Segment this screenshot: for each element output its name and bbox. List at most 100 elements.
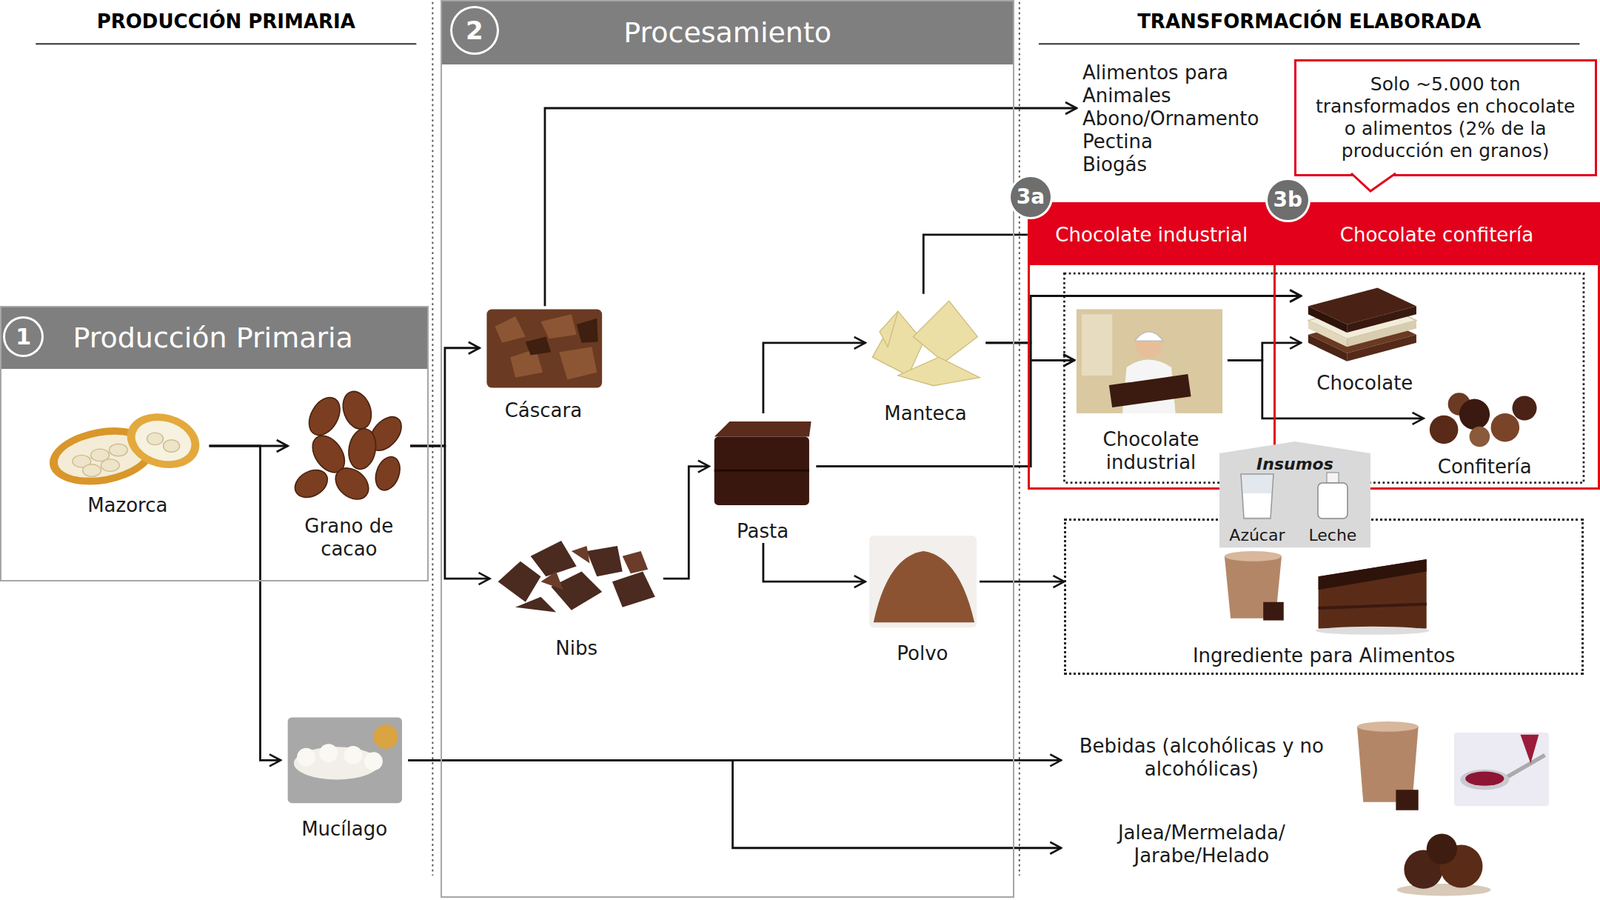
cacao-pod-picture xyxy=(146,432,163,445)
header-band: Producción Primaria xyxy=(1,307,428,369)
flow-arrow xyxy=(544,108,1077,306)
cocoa-liquor-picture xyxy=(714,436,810,505)
item-caption: Chocolate industrial xyxy=(1074,427,1228,474)
mucilage-picture xyxy=(288,716,403,803)
chocolate-bars-picture xyxy=(1308,305,1347,333)
product-text: Alimentos para Animales xyxy=(1082,61,1281,108)
product-item: Confitería xyxy=(1423,379,1546,479)
callout-pointer xyxy=(1349,173,1402,194)
cocoa-butter-picture xyxy=(879,310,899,347)
stage-number: 1 xyxy=(2,316,44,357)
cocoa-powder-picture xyxy=(869,535,977,628)
flow-arrow xyxy=(816,295,1302,466)
ingredient-title: Ingrediente para Alimentos xyxy=(1066,644,1581,668)
product-text: Biogás xyxy=(1082,153,1281,177)
cocoa-beans-picture xyxy=(370,453,405,494)
product-text: Jalea/Mermelada/ Jarabe/Helado xyxy=(1066,821,1336,868)
cocoa-beans-picture xyxy=(290,464,333,503)
bonbons-picture xyxy=(1459,399,1490,430)
segment-number: 3a xyxy=(1008,174,1054,220)
husk-picture xyxy=(576,318,599,343)
item-caption: Grano de cacao xyxy=(288,514,411,561)
product-item: Nibs xyxy=(490,530,664,660)
cocoa-beans-picture xyxy=(329,461,375,505)
product-list: Bebidas (alcohólicas y no alcohólicas) xyxy=(1060,734,1342,791)
flow-arrow xyxy=(985,342,1075,360)
cocoa-beans-picture xyxy=(345,426,380,471)
flow-arrow xyxy=(816,359,1076,466)
item-caption: Chocolate xyxy=(1316,371,1413,395)
callout-number: 3b xyxy=(1273,189,1304,211)
product-list: Jalea/Mermelada/ Jarabe/Helado xyxy=(1060,821,1342,878)
dotted-divider xyxy=(432,2,1019,876)
bonbons-picture xyxy=(1511,395,1537,420)
callout-pointer xyxy=(1351,173,1396,192)
flow-arrow xyxy=(763,342,866,414)
nibs-picture xyxy=(498,561,542,602)
nibs-picture xyxy=(622,550,648,574)
item-caption: Cáscara xyxy=(504,399,582,423)
beverage-picture xyxy=(1357,721,1419,732)
stage-panel: Procesamiento2CáscaraNibsPastaMantecaPol… xyxy=(440,0,1015,898)
segment-box: Chocolate industrial3aChocolate industri… xyxy=(1027,202,1276,490)
cake-picture xyxy=(1314,626,1429,635)
note-callout: Solo ~5.000 ton transformados en chocola… xyxy=(1294,59,1598,177)
ice-cream-picture xyxy=(1397,883,1492,896)
chocolate-bars-picture xyxy=(1346,305,1417,333)
product-item: Mazorca xyxy=(45,392,210,517)
item-caption: Manteca xyxy=(884,402,967,425)
cocoa-drink-picture xyxy=(1263,601,1284,621)
segment-title: Chocolate confitería xyxy=(1340,224,1534,246)
cocoa-liquor-picture xyxy=(714,421,812,505)
worker-photo xyxy=(1076,308,1223,414)
item-caption: Mucílago xyxy=(301,817,388,841)
cacao-pod-picture xyxy=(130,414,196,468)
husk-picture xyxy=(559,346,597,380)
cacao-pod-picture xyxy=(163,439,180,453)
segment-number: 3b xyxy=(1265,177,1311,223)
header-band: Chocolate industrial xyxy=(1029,204,1274,266)
cocoa-powder-picture xyxy=(869,535,977,628)
cocoa-butter-picture xyxy=(912,300,978,363)
cocoa-butter-picture xyxy=(872,310,924,376)
cake-picture xyxy=(1318,559,1427,590)
note-text: Solo ~5.000 ton transformados en chocola… xyxy=(1308,73,1583,163)
flow-arrow xyxy=(985,295,1301,343)
product-item: Chocolate industrial xyxy=(1074,305,1228,474)
product-text: Bebidas (alcohólicas y no alcohólicas) xyxy=(1066,734,1336,781)
inputs-title: Insumos xyxy=(1219,454,1371,474)
mucilage-picture xyxy=(296,747,316,767)
nibs-picture xyxy=(550,570,602,610)
flow-arrow xyxy=(979,580,1064,583)
worker-photo xyxy=(1109,373,1192,408)
nibs-picture xyxy=(540,545,648,590)
callout-number: 3a xyxy=(1016,186,1045,208)
flow-arrow xyxy=(923,234,1028,294)
cacao-pod-picture xyxy=(45,405,206,493)
flow-arrow xyxy=(1227,359,1424,419)
beverage-picture xyxy=(1357,721,1419,810)
cacao-pod-picture xyxy=(100,459,120,472)
cake-picture xyxy=(1314,559,1429,635)
header-band: Procesamiento xyxy=(442,1,1013,65)
nibs-picture xyxy=(498,540,656,612)
worker-photo xyxy=(1081,313,1113,376)
item-caption: Nibs xyxy=(555,636,598,660)
beverage-picture xyxy=(1395,789,1418,810)
cocoa-beans-picture xyxy=(338,387,377,433)
syrup-picture xyxy=(1454,732,1549,806)
nibs-picture xyxy=(530,540,577,577)
milk-icon xyxy=(1317,482,1348,519)
mucilage-picture xyxy=(288,716,403,803)
product-text: Pectina xyxy=(1082,130,1281,154)
product-item: Manteca xyxy=(865,293,987,426)
flow-arrow xyxy=(407,759,1061,848)
item-caption: Confitería xyxy=(1437,455,1532,479)
husk-picture xyxy=(494,316,525,343)
inputs-box: InsumosAzúcarLeche xyxy=(1219,441,1371,548)
syrup-picture xyxy=(1520,734,1540,764)
cocoa-butter-picture xyxy=(898,356,980,386)
product-item: Chocolate xyxy=(1300,277,1429,395)
dotted-divider xyxy=(431,2,434,876)
bonbons-picture xyxy=(1491,413,1521,443)
